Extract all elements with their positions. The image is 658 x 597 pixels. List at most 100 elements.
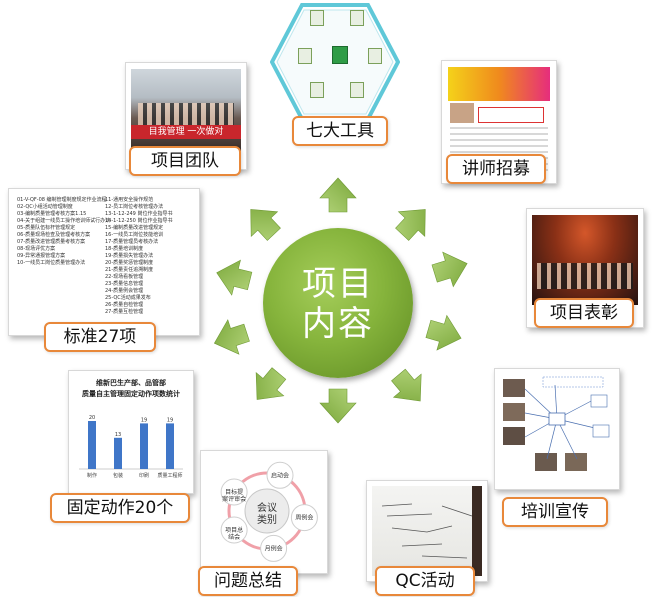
cycle-node-label: 项目总 bbox=[225, 526, 243, 534]
center-line-2: 内容 bbox=[302, 304, 374, 344]
whiteboard-photo bbox=[372, 486, 482, 576]
label-standard: 标准27项 bbox=[44, 322, 156, 352]
standard-doc-item: 21-质量责任追溯制度 bbox=[105, 267, 154, 273]
label-award: 项目表彰 bbox=[534, 298, 634, 328]
cycle-node-label: 结会 bbox=[228, 533, 240, 541]
poster-accent bbox=[478, 107, 544, 123]
bar bbox=[114, 437, 122, 469]
label-fixed: 固定动作20个 bbox=[50, 493, 190, 523]
doc-icon bbox=[310, 10, 324, 26]
standard-doc-item: 10-一线员工岗位质量管理办法 bbox=[17, 260, 86, 266]
bar bbox=[166, 423, 174, 469]
arrow bbox=[216, 259, 253, 296]
doc-icon bbox=[350, 82, 364, 98]
arrow bbox=[255, 367, 287, 400]
arrow bbox=[319, 177, 357, 213]
arrow bbox=[431, 251, 468, 288]
doc-icon bbox=[368, 48, 382, 64]
bar-value-label: 20 bbox=[89, 415, 95, 421]
qc-card bbox=[366, 480, 488, 582]
poster-header bbox=[448, 67, 550, 101]
label-qc: QC活动 bbox=[375, 566, 475, 596]
standard-doc-item: 09-异常通报管理方案 bbox=[17, 253, 66, 259]
arrow bbox=[425, 314, 462, 351]
arrow bbox=[391, 368, 422, 402]
cycle-node-label: 案评审会 bbox=[222, 495, 246, 503]
doc-icon bbox=[350, 10, 364, 26]
label-lecturer: 讲师招募 bbox=[446, 154, 546, 184]
standard-doc-item: 04-关于组建一线员工操作培训师试行办法 bbox=[17, 218, 111, 224]
standard-doc-item: 25-QC活动成果发布 bbox=[105, 295, 151, 301]
bar-value-label: 13 bbox=[115, 432, 121, 438]
doc-icon bbox=[310, 82, 324, 98]
standard-doc-item: 15-编制质量改进管理规定 bbox=[105, 225, 164, 231]
team-people bbox=[138, 103, 234, 125]
promo-photo-2 bbox=[503, 403, 525, 421]
standard-doc-item: 03-编制质量管理考核方案1.15 bbox=[17, 211, 87, 217]
label-summary: 问题总结 bbox=[198, 566, 298, 596]
arrow bbox=[250, 209, 281, 241]
bar bbox=[88, 421, 96, 469]
category-label: 质量工程师 bbox=[157, 472, 182, 479]
standard-doc-item: 20-质量奖惩管理制度 bbox=[105, 260, 154, 266]
bar-value-label: 19 bbox=[141, 417, 147, 423]
cycle-node-label: 周例会 bbox=[295, 514, 313, 522]
promo-network bbox=[524, 376, 610, 460]
standard-doc-item: 16-一线员工岗位技能培训 bbox=[105, 232, 164, 238]
category-label: 包装 bbox=[113, 472, 123, 479]
standard-doc-item: 22-现场看板管理 bbox=[105, 274, 144, 280]
arrow bbox=[395, 209, 426, 241]
cycle-center-line-1: 会议 bbox=[257, 503, 277, 514]
whiteboard-scribbles bbox=[381, 486, 482, 576]
arrow bbox=[319, 388, 357, 424]
team-banner: 目我管理 一次做对 bbox=[131, 125, 241, 139]
award-people bbox=[537, 263, 633, 289]
label-team: 项目团队 bbox=[129, 146, 241, 176]
center-title: 项目 内容 bbox=[263, 264, 413, 344]
cycle-node bbox=[290, 504, 318, 532]
award-photo bbox=[532, 215, 638, 305]
promo-photo-4 bbox=[535, 453, 557, 471]
cycle-center-line-2: 类别 bbox=[257, 515, 277, 526]
standard-doc-item: 08-现场评优方案 bbox=[17, 246, 56, 252]
standard-doc-item: 01-V-QF-08 编制管理制度规定作业流程 bbox=[17, 197, 107, 203]
standard-doc-item: 12-员工岗位考核管理办法 bbox=[105, 204, 164, 210]
standard-doc-item: 18-质量培训制度 bbox=[105, 246, 144, 252]
cycle-node-label: 启动会 bbox=[271, 471, 289, 479]
cycle-node bbox=[260, 534, 288, 562]
label-promo: 培训宣传 bbox=[502, 497, 608, 527]
category-label: 印刷 bbox=[139, 472, 149, 479]
standard-doc-item: 13-1-12-249 岗位作业指导书 bbox=[105, 211, 173, 217]
cycle-node bbox=[220, 516, 248, 544]
doc-icon bbox=[298, 48, 312, 64]
standard-doc-item: 05-质量队伍标杆管理规定 bbox=[17, 225, 76, 231]
arrow bbox=[213, 319, 250, 355]
standard-doc-item: 02-QC小组活动管理制度 bbox=[17, 204, 73, 210]
promo-photo-1 bbox=[503, 379, 525, 397]
excel-icon bbox=[332, 46, 348, 64]
center-circle: 项目 内容 bbox=[263, 228, 413, 378]
standard-doc-item: 11-通用安全操作规范 bbox=[105, 197, 154, 203]
chart-title-line-2: 质量自主管理固定动作项数统计 bbox=[82, 390, 180, 398]
cycle-node bbox=[220, 478, 248, 506]
chart-title-line-1: 维新巴生产部、品管部 bbox=[96, 379, 166, 387]
standard-doc-item: 24-质量例会管理 bbox=[105, 288, 144, 294]
poster-photo bbox=[450, 103, 474, 123]
standard-doc-item: 23-质量信息管理 bbox=[105, 281, 144, 287]
cycle-node-label: 目标提 bbox=[225, 488, 243, 496]
standard-doc-item: 17-质量管理员考核办法 bbox=[105, 239, 159, 245]
standard-doc-item: 26-质量自检管理 bbox=[105, 302, 144, 308]
promo-photo-5 bbox=[565, 453, 587, 471]
standard-doc-item: 27-质量互检管理 bbox=[105, 309, 144, 315]
tools-icons bbox=[290, 8, 390, 108]
standard-doc-item: 06-质量现场检查及管理考核方案 bbox=[17, 232, 91, 238]
cycle-node-label: 月例会 bbox=[265, 544, 283, 552]
category-label: 制作 bbox=[87, 472, 97, 479]
